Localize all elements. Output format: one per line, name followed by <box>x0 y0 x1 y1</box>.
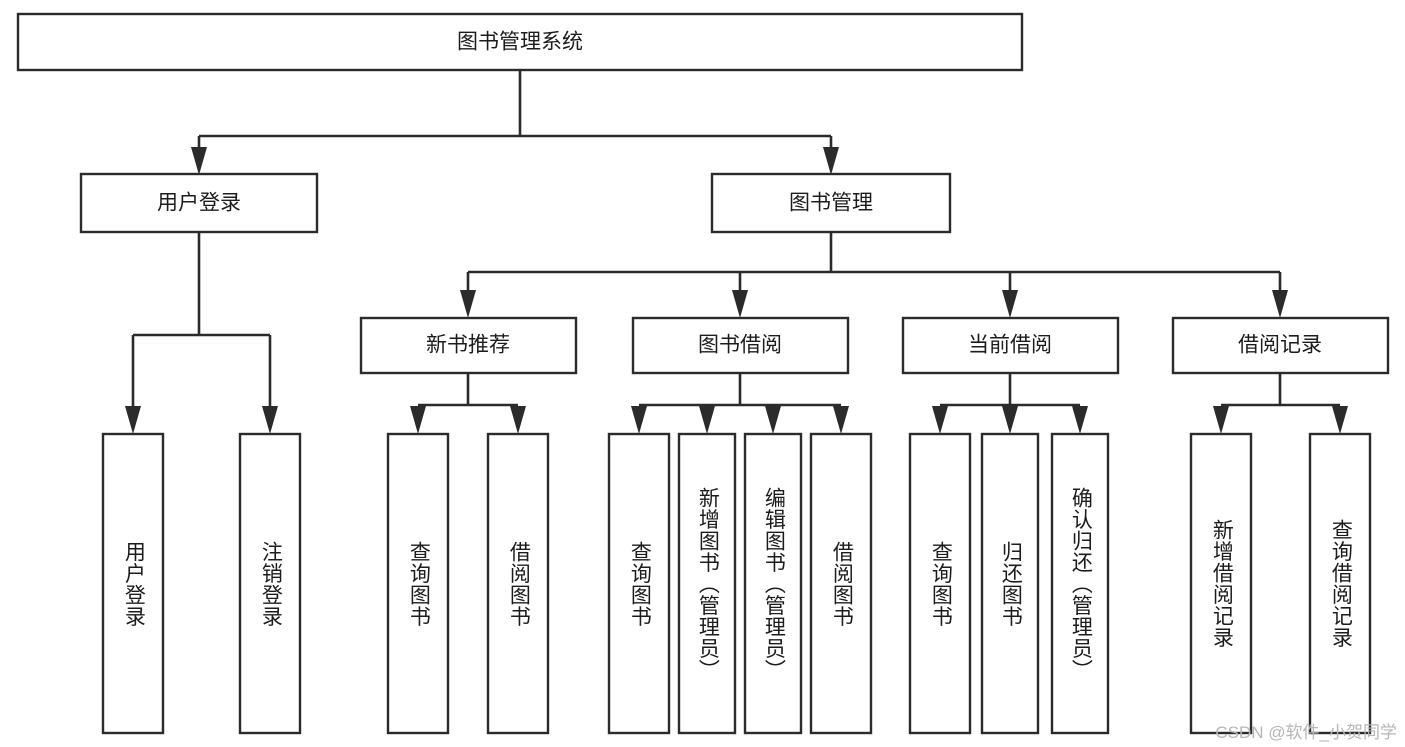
arrowhead-leaf-confirm-return <box>1072 406 1088 434</box>
node-leaf-confirm-return[interactable] <box>1050 432 1110 735</box>
node-leaf-borrow-book-1[interactable] <box>486 432 550 735</box>
node-leaf-logout[interactable] <box>238 432 302 735</box>
arrowhead-leaf-borrow-book-1 <box>510 406 526 434</box>
node-root[interactable] <box>16 12 1024 72</box>
node-leaf-query-book-3[interactable] <box>908 432 972 735</box>
connector-group-root <box>191 70 839 175</box>
node-current-borrow-label: 当前借阅 <box>968 334 1052 357</box>
arrowhead-new-book-rec <box>460 290 476 318</box>
node-leaf-query-book-1[interactable] <box>386 432 450 735</box>
arrowhead-leaf-user-login <box>125 406 141 434</box>
connector-group-newbookrec <box>410 373 526 434</box>
arrowhead-book-borrow <box>732 290 748 318</box>
node-leaf-query-book-2[interactable] <box>607 432 671 735</box>
arrowhead-leaf-edit-book <box>765 406 781 434</box>
arrowhead-leaf-add-book <box>699 406 715 434</box>
node-book-borrow-label: 图书借阅 <box>698 334 782 357</box>
node-leaf-borrow-book-2[interactable] <box>809 432 873 735</box>
node-leaf-user-login[interactable] <box>101 432 165 735</box>
node-borrow-record[interactable] <box>1171 316 1390 375</box>
arrowhead-userlogin <box>191 147 207 175</box>
node-user-login-label: 用户登录 <box>157 192 241 215</box>
connector-group-userlogin <box>125 232 278 434</box>
node-user-login[interactable] <box>79 172 319 234</box>
connector-group-currentborrow <box>932 373 1088 434</box>
csdn-watermark: CSDN @软件_小贺同学 <box>1215 723 1397 742</box>
connector-group-bookborrow <box>631 373 849 434</box>
connector-group-borrowrecord <box>1213 373 1348 434</box>
arrowhead-leaf-return-book <box>1002 406 1018 434</box>
node-book-management-label: 图书管理 <box>789 192 873 215</box>
node-book-borrow[interactable] <box>631 316 850 375</box>
arrowhead-borrow-record <box>1272 290 1288 318</box>
node-leaf-add-record[interactable] <box>1189 432 1253 735</box>
node-new-book-recommend[interactable] <box>359 316 578 375</box>
arrowhead-leaf-borrow-book-2 <box>833 406 849 434</box>
arrowhead-leaf-query-book-2 <box>631 406 647 434</box>
node-leaf-edit-book[interactable] <box>743 432 803 735</box>
node-leaf-query-record[interactable] <box>1308 432 1372 735</box>
arrowhead-leaf-logout <box>262 406 278 434</box>
connector-group-bookmgmt <box>460 232 1288 318</box>
node-new-book-recommend-label: 新书推荐 <box>426 334 510 357</box>
arrowhead-leaf-query-record <box>1332 406 1348 434</box>
arrowhead-leaf-query-book-1 <box>410 406 426 434</box>
node-current-borrow[interactable] <box>901 316 1120 375</box>
node-borrow-record-label: 借阅记录 <box>1238 334 1322 357</box>
arrowhead-leaf-query-book-3 <box>932 406 948 434</box>
node-leaf-return-book[interactable] <box>980 432 1040 735</box>
arrowhead-bookmgmt <box>823 147 839 175</box>
arrowhead-leaf-add-record <box>1213 406 1229 434</box>
node-book-management[interactable] <box>710 172 952 234</box>
arrowhead-current-borrow <box>1002 290 1018 318</box>
node-root-label: 图书管理系统 <box>457 31 583 54</box>
node-leaf-add-book[interactable] <box>677 432 737 735</box>
